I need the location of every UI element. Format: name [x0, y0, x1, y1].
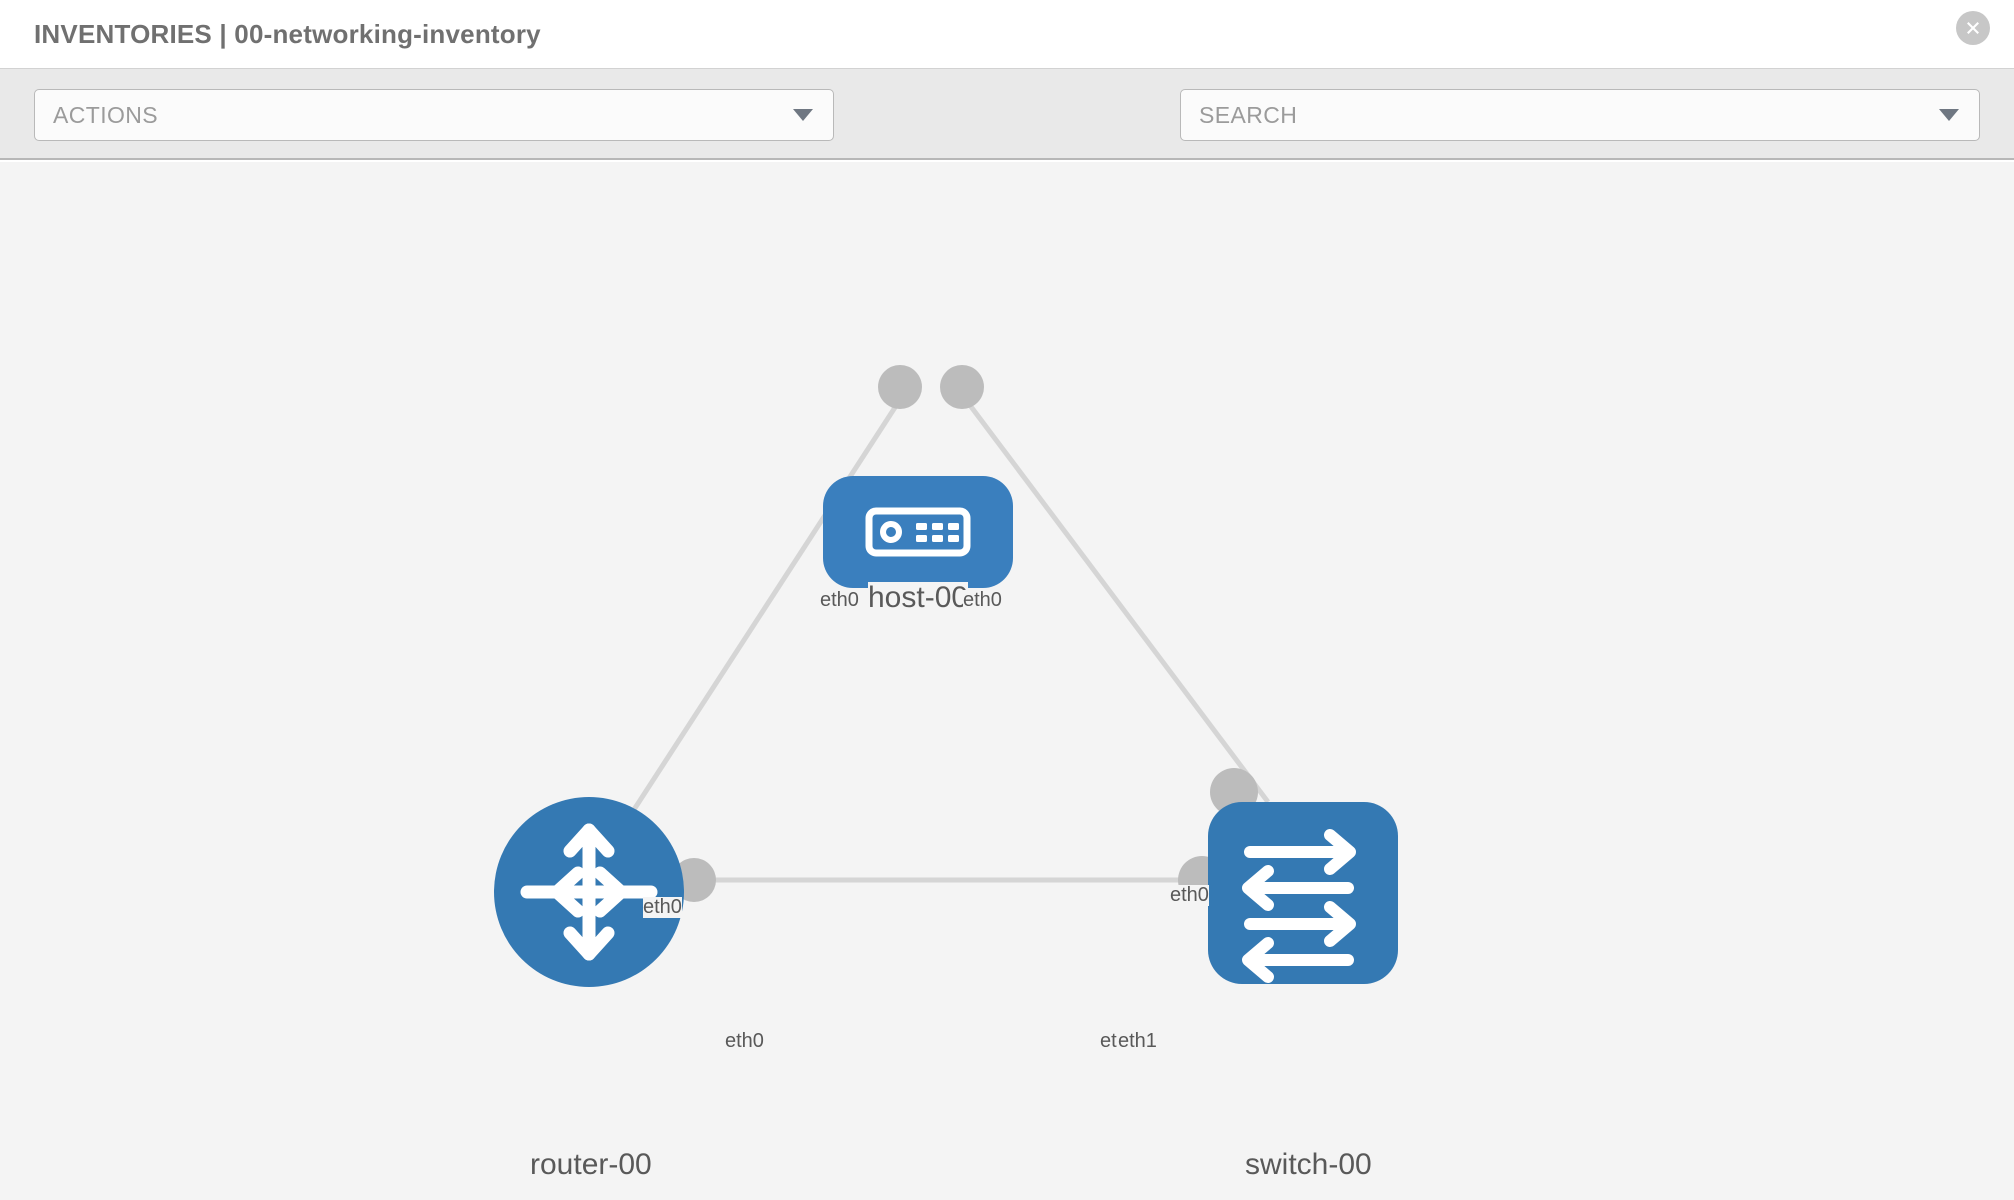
node-host-00[interactable]: [823, 476, 1013, 588]
topology-canvas[interactable]: eth0 host-00 eth0 eth0 eth0 eth0 eth eth…: [0, 162, 2014, 1200]
chevron-down-icon[interactable]: [1939, 109, 1959, 121]
switch-arrows-icon: [1242, 829, 1356, 983]
interface-label-switch-up: eth0: [1170, 884, 1209, 906]
actions-dropdown[interactable]: ACTIONS: [34, 89, 834, 141]
interface-label-host-right: eth0: [963, 589, 1002, 611]
node-label-router-00: router-00: [530, 1148, 652, 1181]
server-icon: [865, 507, 971, 557]
topology-graph: [494, 365, 1398, 987]
actions-dropdown-label: ACTIONS: [53, 101, 159, 128]
interface-label-host-left: eth0: [820, 589, 859, 611]
close-icon[interactable]: [1956, 11, 1990, 45]
endpoint-host-left: [878, 365, 922, 409]
router-arrows-icon: [520, 823, 658, 961]
endpoint-host-right: [940, 365, 984, 409]
interface-label-switch-left-b: eth1: [1118, 1030, 1157, 1052]
link-host-switch: [958, 390, 1270, 804]
endpoint-layer: [597, 365, 1258, 904]
interface-label-router-right: eth0: [725, 1030, 764, 1052]
search-placeholder: SEARCH: [1199, 101, 1298, 128]
interface-label-router-up: eth0: [643, 896, 682, 918]
node-switch-00[interactable]: [1208, 802, 1398, 984]
node-label-switch-00: switch-00: [1245, 1148, 1372, 1181]
search-input[interactable]: SEARCH: [1180, 89, 1980, 141]
chevron-down-icon: [793, 109, 813, 121]
link-layer: [597, 390, 1270, 883]
node-label-host-00: host-00: [868, 581, 969, 614]
link-host-router: [597, 390, 908, 864]
page-title: INVENTORIES | 00-networking-inventory: [34, 18, 541, 49]
toolbar: ACTIONS SEARCH: [0, 68, 2014, 198]
node-router-00[interactable]: [494, 797, 684, 987]
page-header: INVENTORIES | 00-networking-inventory: [0, 0, 2014, 68]
